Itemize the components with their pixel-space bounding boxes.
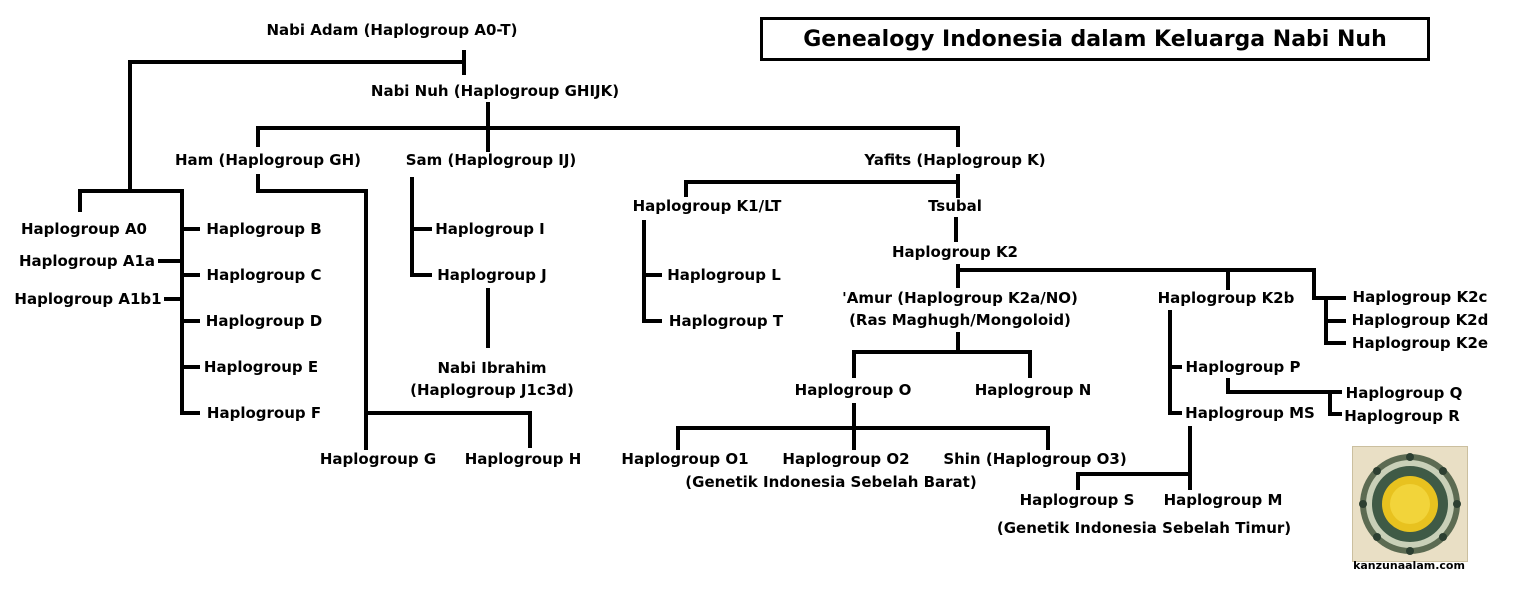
node-o2: Haplogroup O2 xyxy=(782,450,910,468)
node-m: Haplogroup M xyxy=(1163,491,1283,509)
node-n: Haplogroup N xyxy=(974,381,1092,399)
logo-caption: kanzunaalam.com xyxy=(1353,559,1465,572)
node-k2: Haplogroup K2 xyxy=(892,243,1018,261)
node-barat: (Genetik Indonesia Sebelah Barat) xyxy=(685,473,977,491)
node-o1: Haplogroup O1 xyxy=(621,450,749,468)
node-sam: Sam (Haplogroup IJ) xyxy=(405,151,577,169)
node-j: Haplogroup J xyxy=(437,266,547,284)
node-p: Haplogroup P xyxy=(1185,358,1301,376)
node-tsubal: Tsubal xyxy=(928,197,982,215)
node-k1lt: Haplogroup K1/LT xyxy=(632,197,782,215)
node-k2b: Haplogroup K2b xyxy=(1157,289,1295,307)
node-amur-race: (Ras Maghugh/Mongoloid) xyxy=(849,310,1071,329)
node-timur: (Genetik Indonesia Sebelah Timur) xyxy=(996,519,1292,537)
logo-emblem-icon xyxy=(1353,447,1467,561)
node-ms: Haplogroup MS xyxy=(1185,404,1315,422)
node-d: Haplogroup D xyxy=(205,312,323,330)
node-yafits: Yafits (Haplogroup K) xyxy=(864,151,1046,169)
title-box: Genealogy Indonesia dalam Keluarga Nabi … xyxy=(760,17,1430,61)
node-o: Haplogroup O xyxy=(794,381,912,399)
node-e: Haplogroup E xyxy=(203,358,319,376)
node-c: Haplogroup C xyxy=(206,266,322,284)
node-r: Haplogroup R xyxy=(1344,407,1460,425)
node-i: Haplogroup I xyxy=(435,220,545,238)
node-f: Haplogroup F xyxy=(206,404,322,422)
node-a1b1: Haplogroup A1b1 xyxy=(14,290,162,308)
node-k2e: Haplogroup K2e xyxy=(1351,334,1489,352)
node-q: Haplogroup Q xyxy=(1345,384,1463,402)
node-ibrahim-name: Nabi Ibrahim xyxy=(437,359,547,377)
diagram-title: Genealogy Indonesia dalam Keluarga Nabi … xyxy=(803,26,1387,52)
node-o3: Shin (Haplogroup O3) xyxy=(943,450,1127,468)
logo xyxy=(1352,446,1468,562)
node-ibrahim-haplogroup: (Haplogroup J1c3d) xyxy=(410,380,574,399)
node-amur-name: 'Amur (Haplogroup K2a/NO) xyxy=(842,289,1078,307)
node-s: Haplogroup S xyxy=(1019,491,1135,509)
node-k2c: Haplogroup K2c xyxy=(1352,288,1488,306)
node-ham: Ham (Haplogroup GH) xyxy=(174,151,362,169)
node-b: Haplogroup B xyxy=(206,220,322,238)
node-h: Haplogroup H xyxy=(464,450,582,468)
node-amur: 'Amur (Haplogroup K2a/NO) (Ras Maghugh/M… xyxy=(842,288,1078,332)
node-g: Haplogroup G xyxy=(319,450,437,468)
node-l: Haplogroup L xyxy=(667,266,781,284)
node-a0: Haplogroup A0 xyxy=(21,220,147,238)
node-ibrahim: Nabi Ibrahim (Haplogroup J1c3d) xyxy=(410,358,574,402)
node-nuh: Nabi Nuh (Haplogroup GHIJK) xyxy=(370,82,620,100)
node-k2d: Haplogroup K2d xyxy=(1351,311,1489,329)
node-t: Haplogroup T xyxy=(668,312,784,330)
node-a1a: Haplogroup A1a xyxy=(18,252,156,270)
node-adam: Nabi Adam (Haplogroup A0-T) xyxy=(266,21,518,39)
